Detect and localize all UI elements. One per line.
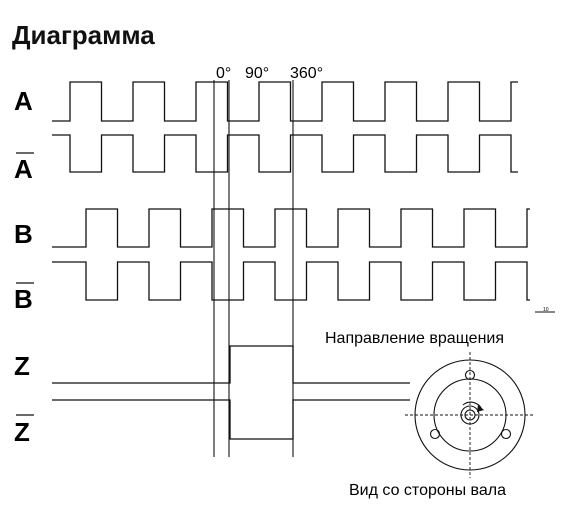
waveform-a-bar bbox=[52, 134, 518, 173]
diagram-title: Диаграмма bbox=[12, 20, 155, 50]
angle-label-360: 360° bbox=[290, 65, 323, 82]
signal-label-b-bar: B bbox=[14, 284, 33, 314]
rotation-direction-label: Направление вращения bbox=[325, 330, 504, 347]
waveform-z-bar bbox=[52, 399, 410, 440]
signal-label-a-bar: A bbox=[14, 154, 33, 184]
mount-hole-left bbox=[429, 428, 441, 440]
waveform-b-bar bbox=[52, 261, 530, 301]
waveform-a bbox=[52, 81, 518, 122]
mount-hole-right bbox=[500, 428, 512, 440]
angle-label-90: 90° bbox=[245, 65, 269, 82]
waveform-z bbox=[52, 345, 410, 384]
signal-label-z: Z bbox=[14, 351, 30, 381]
small-mark-text: 10 bbox=[543, 307, 549, 313]
signal-label-z-bar: Z bbox=[14, 417, 30, 447]
angle-label-0: 0° bbox=[216, 65, 231, 82]
encoder-shaft-view bbox=[405, 352, 535, 478]
waveform-b bbox=[52, 208, 530, 248]
shaft-view-label: Вид со стороны вала bbox=[349, 482, 506, 499]
signal-label-a: A bbox=[14, 86, 33, 116]
rotation-arrow-icon bbox=[477, 405, 484, 412]
signal-label-b: B bbox=[14, 219, 33, 249]
